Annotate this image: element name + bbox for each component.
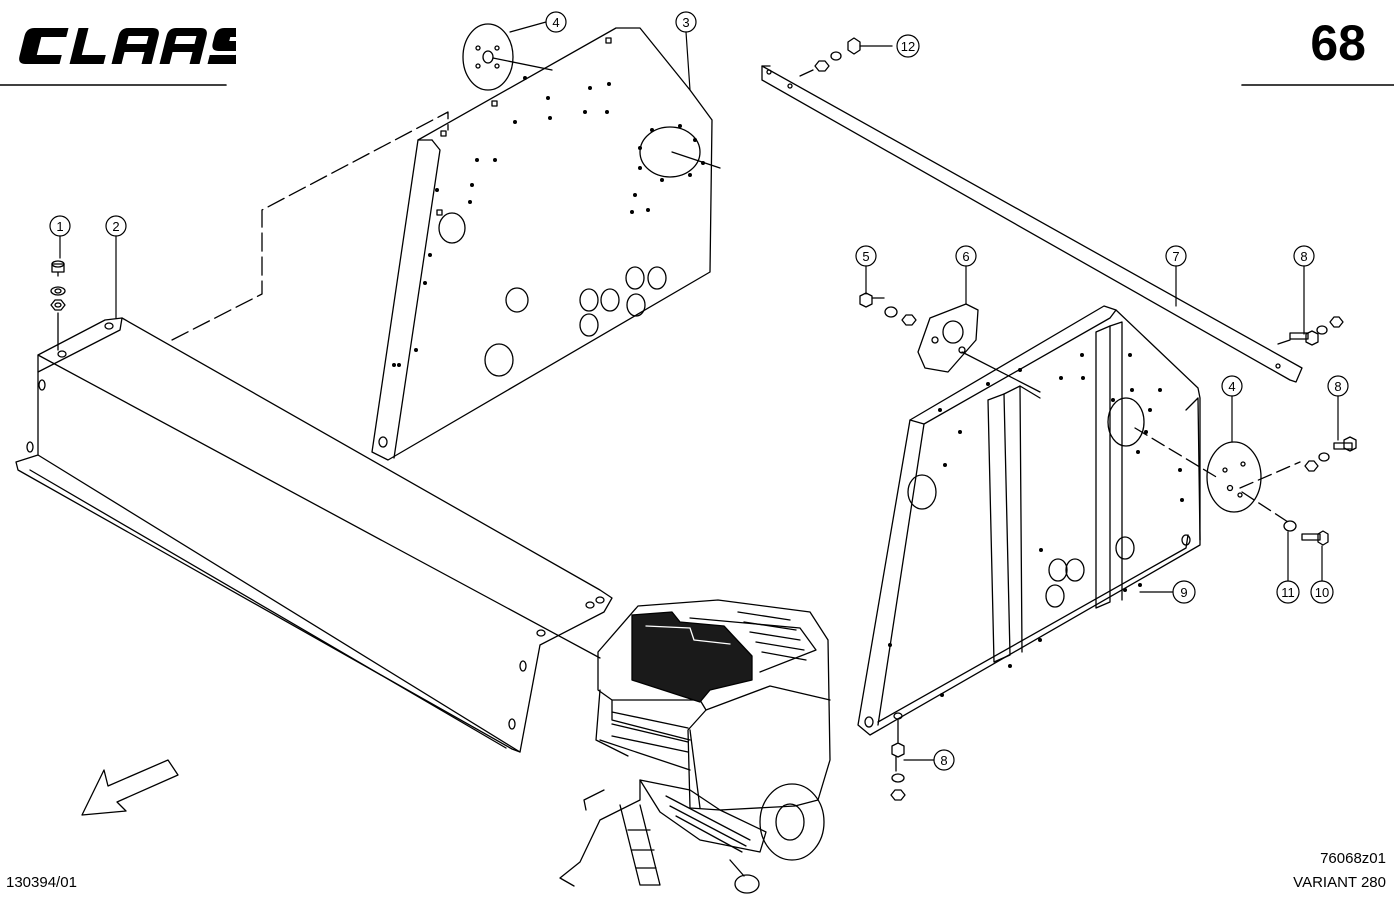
claas-logo (19, 28, 236, 64)
callout-label: 5 (862, 249, 869, 264)
callout-10: 10 (1310, 545, 1334, 604)
page-number: 68 (1310, 15, 1366, 71)
callout-balloons: 1 2 3 4 12 (49, 11, 1349, 771)
callout-3: 3 (675, 11, 697, 91)
callout-7: 7 (1165, 245, 1187, 307)
callout-label: 8 (940, 753, 947, 768)
callout-label: 11 (1281, 585, 1295, 600)
model-name: VARIANT 280 (1293, 874, 1386, 891)
direction-arrow (81, 759, 179, 816)
callout-12: 12 (896, 34, 920, 58)
round-cover-disc-top (462, 23, 553, 91)
side-cover-panel (15, 317, 613, 753)
callout-label: 12 (901, 39, 915, 54)
bolt-set-5 (859, 292, 917, 326)
bolt-set-8-right (1304, 436, 1357, 472)
callout-label: 6 (962, 249, 969, 264)
side-wall-plate (371, 27, 721, 461)
screw-set-left (50, 260, 66, 351)
round-cover-disc-right (1206, 441, 1301, 523)
callout-label: 4 (552, 15, 559, 30)
callout-label: 9 (1180, 585, 1187, 600)
callout-4-top: 4 (509, 11, 567, 33)
callout-8-bottom: 8 (903, 749, 955, 771)
long-strip (761, 65, 1303, 383)
callout-label: 3 (682, 15, 689, 30)
drawing-number: 76068z01 (1320, 850, 1386, 867)
callout-8-upper: 8 (1293, 245, 1315, 335)
callout-label: 4 (1228, 379, 1235, 394)
round-baler-illustration (559, 599, 831, 894)
callout-label: 2 (112, 219, 119, 234)
callout-label: 10 (1315, 585, 1329, 600)
bolt-set-10-11 (1283, 520, 1329, 546)
callout-8-right: 8 (1327, 375, 1349, 441)
bolt-set-12 (799, 37, 893, 77)
callout-11: 11 (1276, 531, 1300, 604)
callout-label: 8 (1300, 249, 1307, 264)
callout-label: 7 (1172, 249, 1179, 264)
callout-5: 5 (855, 245, 877, 295)
bracket-plate (917, 303, 1041, 393)
callout-2: 2 (105, 215, 127, 319)
bolt-set-8-bottom (890, 719, 906, 801)
bolt-set-8-upper (1277, 316, 1344, 346)
callout-6: 6 (955, 245, 977, 305)
callout-4-right: 4 (1221, 375, 1243, 443)
callout-1: 1 (49, 215, 71, 259)
frame (857, 305, 1219, 736)
callout-label: 8 (1334, 379, 1341, 394)
sheet-reference: 130394/01 (6, 874, 77, 891)
assembly-guide-line (171, 111, 449, 341)
callout-9: 9 (1139, 580, 1196, 604)
callout-label: 1 (56, 219, 63, 234)
